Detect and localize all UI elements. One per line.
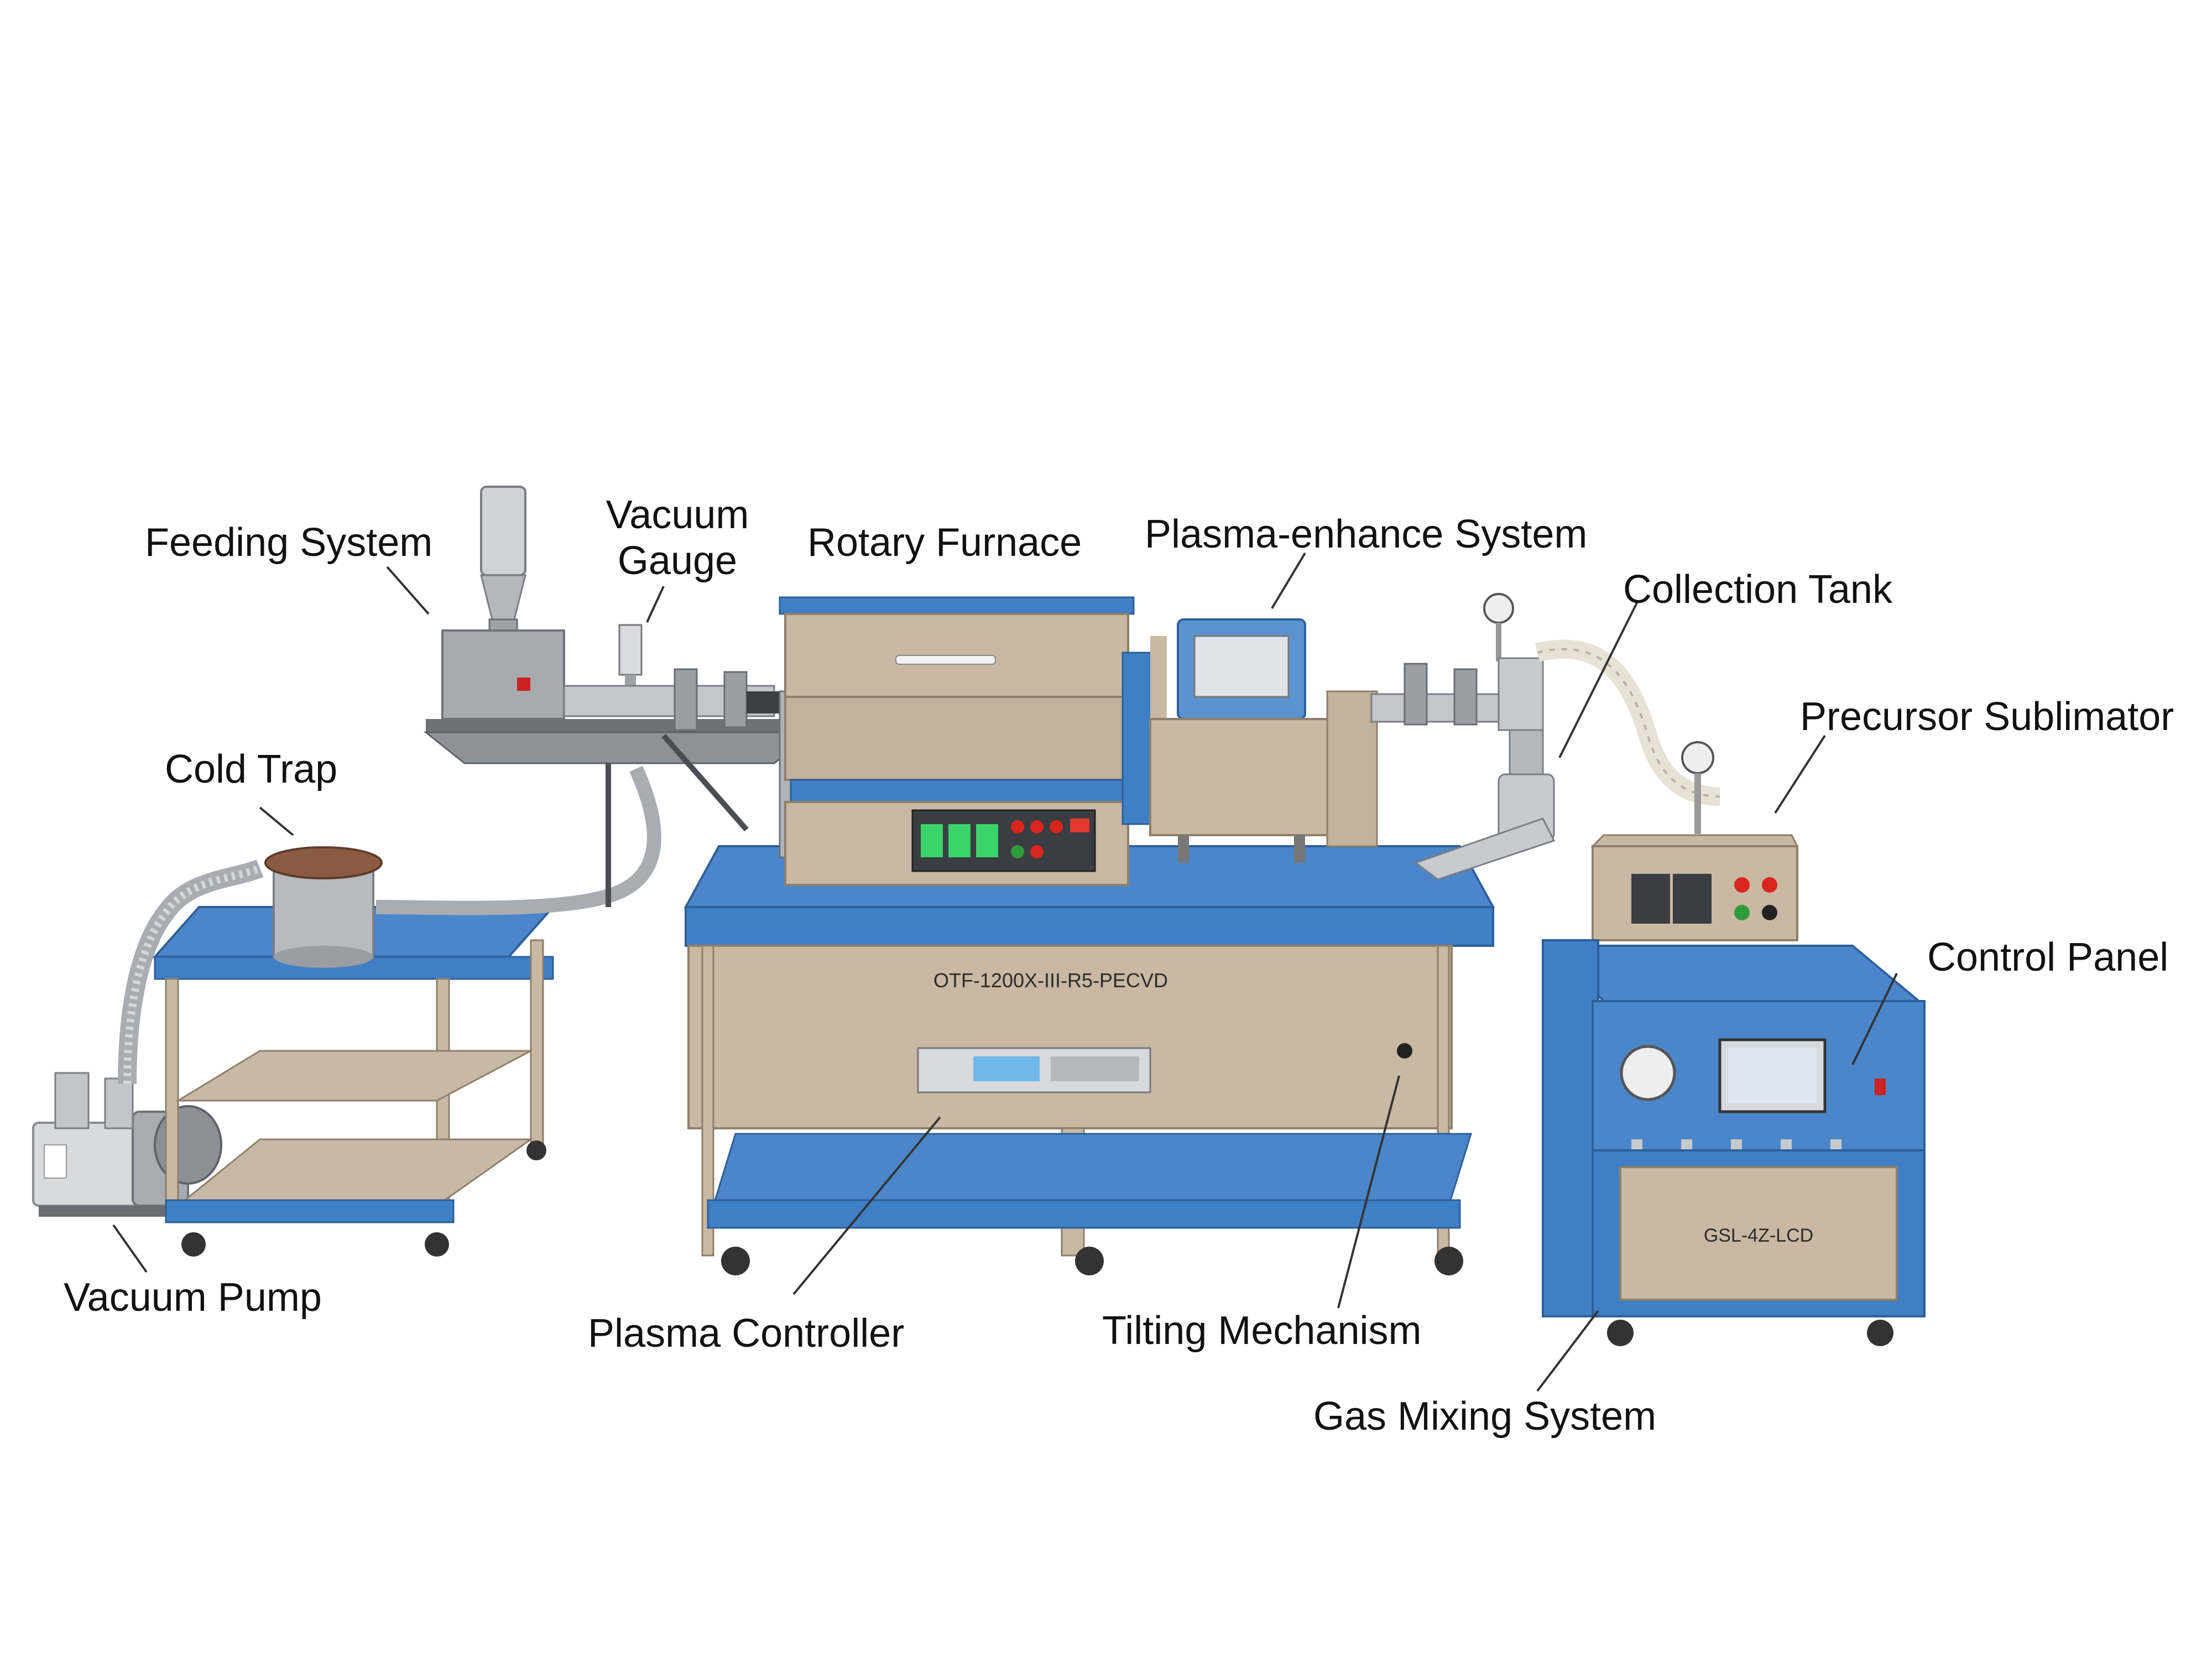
leader-feeding-system: [386, 566, 430, 615]
leader-precursor-sublimator: [1774, 734, 1826, 814]
main-cart: [684, 845, 1495, 1275]
leader-vacuum-pump: [112, 1224, 148, 1273]
label-vacuum-gauge-line1: Vacuum: [606, 493, 749, 537]
label-vacuum-gauge-line2: Gauge: [617, 538, 738, 583]
label-vacuum-gauge: Vacuum Gauge: [592, 492, 763, 584]
label-feeding-system: Feeding System: [145, 520, 433, 565]
process-tube-right: [1370, 663, 1516, 726]
leader-cold-trap: [259, 806, 294, 836]
leader-tilting-mechanism: [1337, 1075, 1400, 1309]
gas-mixing-system: [1542, 939, 1926, 1346]
label-control-panel: Control Panel: [1927, 935, 2169, 980]
label-plasma-controller: Plasma Controller: [588, 1311, 905, 1356]
leader-collection-tank: [1558, 602, 1638, 758]
leader-lines: [112, 552, 1898, 1392]
label-collection-tank: Collection Tank: [1623, 567, 1892, 612]
process-tube-left: [563, 668, 780, 731]
leader-vacuum-gauge: [646, 586, 665, 623]
label-precursor-sublimator: Precursor Sublimator: [1800, 695, 2174, 739]
plasma-enhance-system: [1121, 618, 1378, 863]
vacuum-line: [375, 765, 661, 915]
collection-tank: [1413, 593, 1556, 881]
leader-plasma-controller: [792, 1116, 941, 1295]
rotary-furnace: [779, 596, 1135, 886]
label-tilting-mechanism: Tilting Mechanism: [1102, 1309, 1422, 1353]
label-cold-trap: Cold Trap: [165, 747, 338, 791]
heated-line: [1535, 639, 1720, 806]
leader-plasma-enhance: [1271, 552, 1306, 609]
feeding-system: [423, 486, 816, 907]
leader-gas-mixing-system: [1536, 1310, 1599, 1392]
precursor-sublimator: [1590, 741, 1799, 941]
label-vacuum-pump: Vacuum Pump: [64, 1275, 322, 1320]
gas-model-plate: GSL-4Z-LCD: [1704, 1225, 1813, 1246]
label-rotary-furnace: Rotary Furnace: [807, 520, 1082, 565]
label-plasma-enhance-system: Plasma-enhance System: [1145, 512, 1588, 556]
furnace-model-plate: OTF-1200X-III-R5-PECVD: [933, 969, 1168, 992]
cold-trap-vessel: [264, 846, 383, 968]
label-gas-mixing-system: Gas Mixing System: [1313, 1394, 1657, 1439]
leader-control-panel: [1851, 973, 1898, 1065]
